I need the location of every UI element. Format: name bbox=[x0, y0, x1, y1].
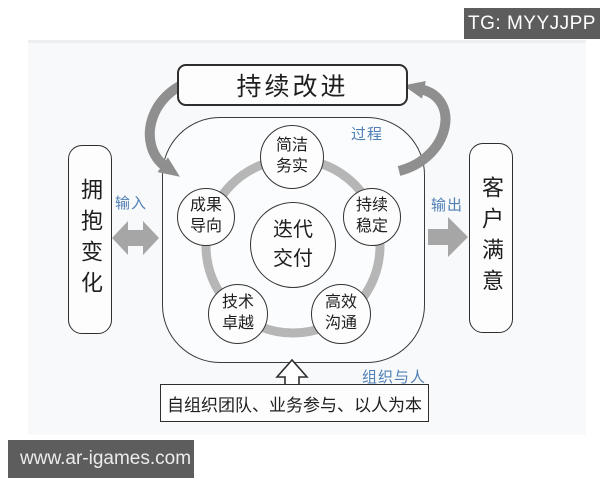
embrace-change-box: 拥抱变化 bbox=[68, 145, 112, 334]
circle-label: 成果 bbox=[189, 197, 222, 215]
circle-label: 务实 bbox=[275, 158, 308, 175]
circle-technical-excellence: 技术 卓越 bbox=[208, 284, 268, 344]
customer-satisfaction-box: 客户满意 bbox=[469, 143, 513, 333]
side-box-label: 拥抱变化 bbox=[78, 177, 103, 302]
output-label: 输出 bbox=[431, 197, 464, 214]
circle-label: 稳定 bbox=[355, 218, 388, 235]
circle-label: 迭代 bbox=[273, 219, 313, 241]
continuous-improvement-box: 持续改进 bbox=[177, 64, 408, 106]
team-principles-box: 自组织团队、业务参与、以人为本 bbox=[160, 384, 429, 422]
circle-label: 持续 bbox=[355, 197, 388, 215]
circle-label: 技术 bbox=[221, 294, 254, 312]
process-label: 过程 bbox=[351, 126, 384, 143]
circle-label: 交付 bbox=[273, 248, 313, 270]
input-label: 输入 bbox=[115, 195, 148, 212]
circle-label: 导向 bbox=[189, 218, 222, 235]
circle-iterative-delivery: 迭代 交付 bbox=[250, 202, 336, 288]
organization-label: 组织与人 bbox=[362, 369, 427, 386]
site-watermark-badge: www.ar-igames.com bbox=[8, 440, 194, 478]
circle-concise-pragmatic: 简洁 务实 bbox=[260, 125, 324, 189]
circle-result-oriented: 成果 导向 bbox=[177, 188, 235, 246]
circle-label: 沟通 bbox=[324, 315, 357, 332]
side-box-label: 客户满意 bbox=[479, 176, 504, 300]
circle-continuous-stability: 持续 稳定 bbox=[343, 188, 401, 246]
circle-efficient-communication: 高效 沟通 bbox=[311, 284, 371, 344]
circle-label: 卓越 bbox=[221, 315, 254, 332]
circle-label: 高效 bbox=[324, 294, 357, 312]
circle-label: 简洁 bbox=[275, 137, 308, 155]
tg-watermark-badge: TG: MYYJJPP bbox=[464, 8, 600, 39]
